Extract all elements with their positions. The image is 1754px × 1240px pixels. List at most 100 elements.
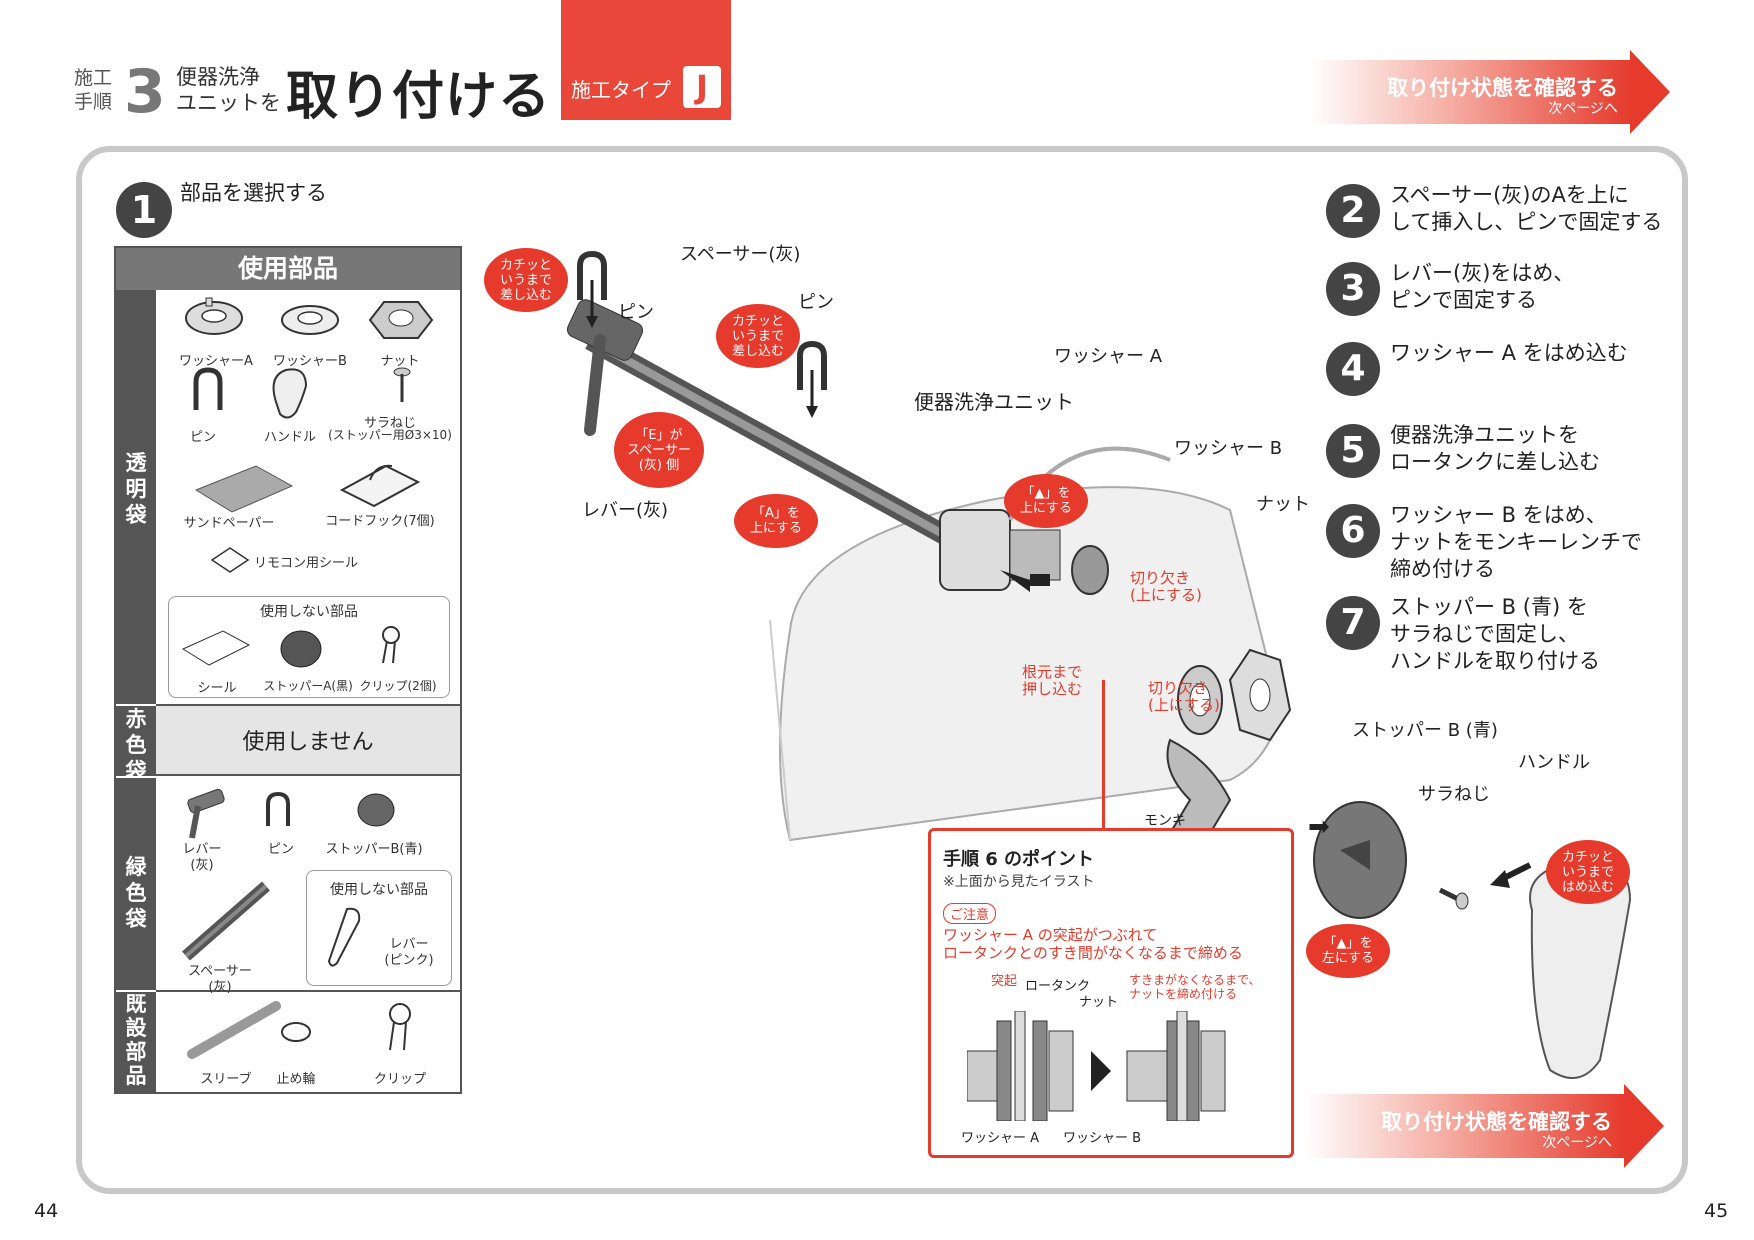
handle-assembly-diagram: [1313, 801, 1632, 1079]
green-spacer-color: (灰): [208, 980, 232, 995]
lever-pink-icon: [327, 907, 361, 967]
label-nut-small: ナット: [1079, 995, 1119, 1010]
next-page-label: 取り付け状態を確認する: [1381, 1110, 1612, 1134]
arrow-icon: ➡: [1308, 812, 1330, 842]
notch-note-1: 切り欠き (上にする): [1130, 569, 1202, 604]
part-nut: ナット: [380, 354, 420, 369]
cross-section-illustration: [967, 1011, 1226, 1121]
callout-click-fit: カチッと いうまで はめ込む: [1546, 840, 1630, 904]
part-screw-spec: (ストッパー用Ø3×10): [328, 428, 452, 442]
label-lever: レバー(灰): [582, 500, 669, 521]
push-note: 根元まで 押し込む: [1022, 663, 1083, 698]
handle-icon: [272, 368, 308, 419]
callout-triangle-up: 「▲」を 上にする: [1004, 474, 1088, 528]
step-7-text-line: サラねじで固定し、: [1390, 622, 1579, 646]
unused-seal: シール: [197, 681, 237, 696]
label-washer-b: ワッシャー B: [1174, 438, 1283, 459]
step-3-text-line: ピンで固定する: [1390, 288, 1537, 312]
label-flush-unit: 便器洗浄ユニット: [914, 390, 1074, 414]
parts-table: 使用部品 透明袋 赤色袋 使用しません 緑色袋 既設部品 ワッシャーA: [114, 246, 462, 1094]
step-3-number: 3: [1326, 262, 1380, 316]
label-spacer: スペーサー(灰): [680, 244, 801, 265]
step-6-text-line: 締め付ける: [1390, 557, 1495, 581]
section-red-bag: 赤色袋: [116, 704, 156, 783]
next-page-arrow-top[interactable]: 取り付け状態を確認する 次ページへ: [1310, 50, 1670, 134]
next-page-sub: 次ページへ: [1548, 101, 1618, 117]
content-frame: [76, 146, 1688, 1194]
after-tightening: [1126, 1011, 1226, 1121]
green-stopper-b-label: ストッパーB(青): [325, 842, 423, 857]
sleeve-icon: [187, 1001, 281, 1059]
next-page-arrow-bottom[interactable]: 取り付け状態を確認する 次ページへ: [1304, 1084, 1664, 1168]
step-5-text-line: 便器洗浄ユニットを: [1390, 423, 1579, 447]
point-box-title: 手順 6 のポイント: [943, 849, 1095, 870]
caution-text-1: ワッシャー A の突起がつぶれて: [943, 926, 1158, 944]
washer-b-icon: [281, 305, 339, 335]
nut-icon: [368, 301, 434, 339]
nut-part: [1228, 648, 1292, 742]
screw-part: [1438, 887, 1469, 910]
washer-a-icon: [185, 297, 243, 335]
step-2-text-line: して挿入し、ピンで固定する: [1390, 210, 1663, 234]
green-unused-box: 使用しない部品 レバー (ピンク): [306, 870, 452, 986]
unused-clip: クリップ(2個): [359, 679, 437, 693]
header-subtitle-2: ユニットを: [176, 91, 281, 115]
step-6-number: 6: [1326, 504, 1380, 558]
part-handle: ハンドル: [263, 430, 316, 445]
lever-part: [566, 299, 644, 436]
page-title: 取り付ける: [286, 67, 552, 127]
label-protrusion: 突起: [991, 974, 1018, 989]
green-pin-label: ピン: [267, 842, 294, 857]
screw-icon: [393, 367, 411, 402]
step-5-number: 5: [1326, 424, 1380, 478]
arrow-right-icon: [1630, 50, 1670, 134]
part-washer-b: ワッシャーB: [273, 354, 347, 369]
green-unused-lever-color: (ピンク): [384, 953, 434, 968]
callout-a-up: 「A」を 上にする: [734, 494, 818, 548]
part-screw: サラねじ: [363, 416, 416, 431]
label-pin-1: ピン: [618, 302, 654, 323]
step-7-number: 7: [1326, 596, 1380, 650]
existing-sleeve: スリーブ: [200, 1072, 252, 1087]
sandpaper-icon: [194, 465, 294, 513]
stopper-b-icon: [357, 793, 395, 827]
part-sandpaper: サンドペーパー: [183, 516, 275, 531]
cord-hook-icon: [339, 464, 421, 508]
step-2-number: 2: [1326, 184, 1380, 238]
next-page-label: 取り付け状態を確認する: [1387, 76, 1618, 100]
section-clear-bag: 透明袋: [116, 290, 156, 704]
callout-triangle-left: 「▲」を 左にする: [1306, 924, 1390, 978]
lever-icon: [187, 788, 225, 839]
step-3-text-line: レバー(灰)をはめ、: [1390, 261, 1575, 285]
clear-bag-illustrations: [185, 297, 434, 573]
label-washer-b-small: ワッシャー B: [1063, 1131, 1142, 1146]
part-cord-hook: コードフック(7個): [325, 514, 435, 529]
pin-part-1: [577, 250, 607, 300]
page-number-right: 45: [1704, 1200, 1729, 1222]
type-label: 施工タイプ: [571, 78, 671, 102]
retaining-ring-icon: [281, 1022, 311, 1042]
step-6-text-line: ワッシャー B をはめ、: [1390, 503, 1607, 527]
green-unused-title: 使用しない部品: [330, 882, 428, 898]
pin-part-2: [797, 340, 827, 390]
label-handle: ハンドル: [1518, 752, 1590, 773]
label-washer-a: ワッシャー A: [1054, 346, 1163, 367]
stopper-a-icon: [280, 630, 322, 668]
label-screw: サラねじ: [1418, 784, 1490, 805]
header-subtitle-1: 便器洗浄: [176, 65, 260, 89]
label-tank: ロータンク: [1025, 979, 1091, 994]
clip-icon: [382, 626, 400, 664]
arrow-right-icon: [1624, 1084, 1664, 1168]
green-unused-lever: レバー: [389, 937, 429, 952]
step-1-text: 部品を選択する: [180, 181, 327, 205]
parts-table-title: 使用部品: [116, 248, 460, 290]
part-washer-a: ワッシャーA: [179, 354, 253, 369]
flush-unit-part: [939, 509, 1061, 591]
remote-seal-icon: [210, 547, 250, 573]
step-7-text-line: ストッパー B (青) を: [1390, 595, 1588, 619]
point-box-note: ※上面から見たイラスト: [943, 874, 1095, 890]
step-word-1: 施工: [74, 67, 113, 89]
spacer-icon: [182, 881, 270, 961]
step-word-2: 手順: [74, 91, 113, 113]
notch-note-2: 切り欠き (上にする): [1148, 679, 1220, 714]
